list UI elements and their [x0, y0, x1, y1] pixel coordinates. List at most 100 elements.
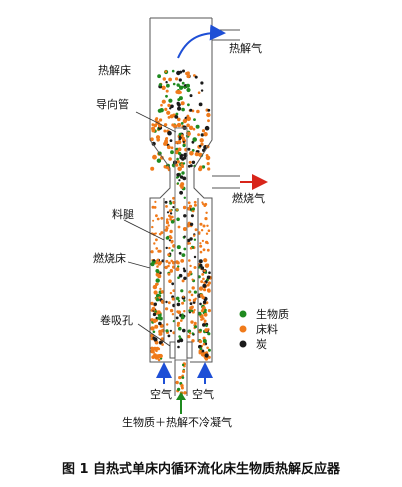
outer-wall-left: [149, 18, 172, 363]
particle: [190, 306, 194, 310]
particle: [207, 289, 211, 293]
particle: [201, 273, 205, 276]
particle: [156, 158, 162, 163]
particle: [158, 329, 162, 334]
particle: [178, 273, 183, 278]
particle: [207, 167, 211, 171]
particle: [197, 133, 201, 137]
particle: [175, 296, 180, 301]
particle: [192, 127, 196, 131]
particle: [176, 90, 182, 95]
particle: [165, 205, 168, 208]
particle: [205, 232, 209, 235]
particle: [176, 173, 180, 177]
particle: [169, 212, 173, 215]
particle: [207, 108, 211, 112]
particle: [164, 140, 168, 145]
particle: [202, 339, 207, 343]
particle: [198, 231, 201, 234]
particle: [193, 290, 197, 294]
particle: [183, 299, 186, 302]
label-air-right: 空气: [192, 387, 214, 401]
suction-hole-left: [169, 341, 176, 359]
particle: [176, 176, 179, 179]
particle: [186, 74, 191, 79]
particle: [181, 81, 185, 85]
particle: [164, 265, 168, 270]
particle: [163, 123, 168, 127]
particle: [169, 236, 173, 240]
particle: [183, 235, 186, 238]
particle: [166, 235, 170, 239]
particle: [203, 269, 206, 273]
particle-field: [150, 69, 212, 395]
particle: [177, 276, 180, 280]
particle: [157, 261, 162, 266]
particle: [172, 244, 175, 247]
particle: [207, 229, 211, 232]
particle: [178, 326, 182, 331]
particle: [186, 117, 190, 120]
particle: [176, 182, 180, 185]
particle: [158, 83, 163, 87]
particle: [181, 253, 186, 257]
reactor-outline: [149, 17, 240, 396]
particle: [160, 231, 164, 235]
particle: [204, 353, 209, 358]
particle: [202, 323, 206, 327]
particle: [157, 316, 161, 320]
particle: [159, 118, 163, 122]
particle: [170, 104, 174, 109]
particle: [161, 343, 164, 346]
particle: [165, 329, 169, 333]
particle: [200, 352, 206, 357]
particle: [205, 154, 209, 157]
particle: [191, 278, 194, 281]
particle: [187, 164, 191, 168]
particle: [179, 156, 183, 160]
particle: [190, 320, 194, 324]
particle: [207, 309, 211, 313]
particle: [182, 227, 187, 231]
particle: [207, 332, 211, 336]
particle: [159, 233, 162, 236]
particle: [182, 328, 186, 333]
particle: [189, 246, 193, 250]
particle: [178, 335, 181, 338]
particle: [151, 128, 156, 133]
particle: [152, 330, 156, 334]
particle: [179, 85, 184, 90]
particle: [170, 146, 174, 150]
particle: [204, 308, 207, 312]
particle: [165, 89, 169, 93]
particle: [202, 342, 206, 346]
particle: [169, 139, 173, 143]
particle: [178, 96, 183, 101]
particle: [205, 324, 208, 328]
particle: [180, 319, 183, 322]
particle: [150, 346, 154, 350]
particle: [201, 239, 204, 242]
particle: [153, 302, 157, 306]
particle: [186, 87, 191, 93]
particle: [203, 319, 207, 323]
particle: [187, 147, 191, 151]
particle: [193, 308, 196, 312]
particle: [180, 315, 185, 320]
particle: [175, 267, 180, 272]
particle: [154, 324, 159, 329]
particle: [166, 211, 170, 214]
particle: [157, 249, 161, 253]
particle: [202, 317, 205, 320]
particle: [182, 143, 186, 148]
particle: [199, 165, 203, 169]
particle: [174, 150, 179, 155]
particle: [187, 103, 190, 107]
particle: [200, 89, 204, 92]
particle: [166, 145, 171, 150]
particle: [168, 246, 171, 250]
particle: [189, 299, 192, 302]
particle: [176, 122, 182, 128]
particle: [183, 86, 187, 89]
